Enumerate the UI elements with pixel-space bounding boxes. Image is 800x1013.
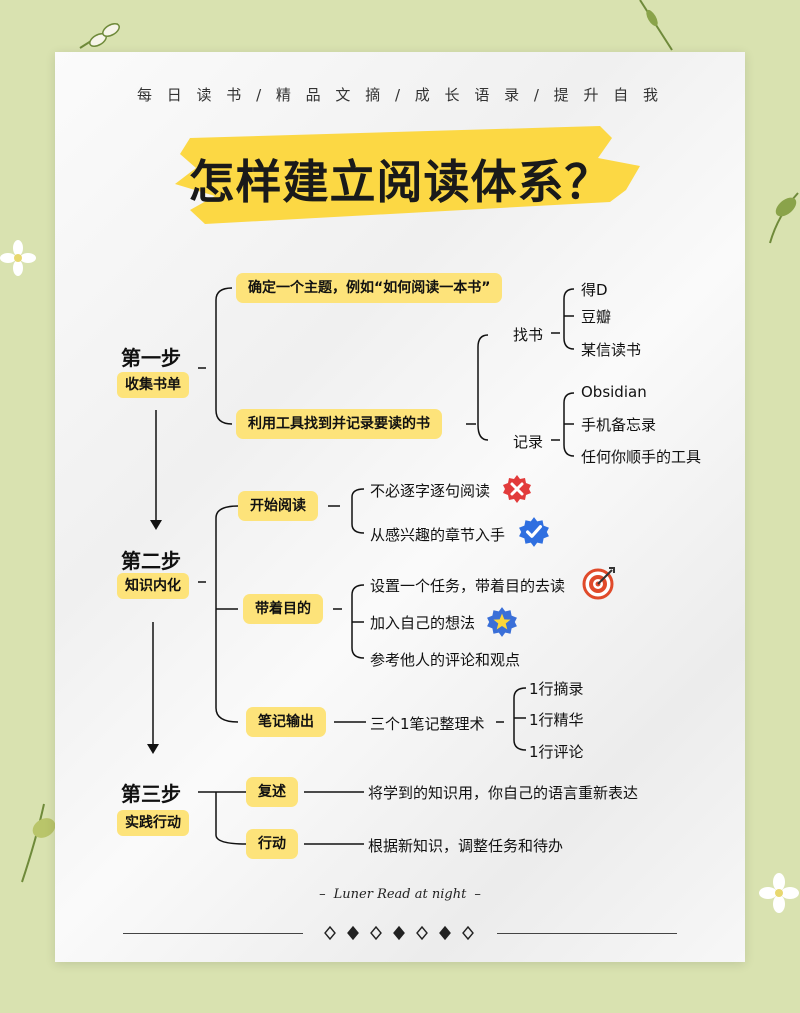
find-item-3: 某信读书 [581, 341, 642, 359]
start-item-2: 从感兴趣的章节入手 [370, 526, 506, 544]
footer-signature: –Luner Read at night– [0, 887, 800, 902]
step2-subtitle: 知识内化 [117, 573, 189, 599]
step1-topic-pill: 确定一个主题，例如“如何阅读一本书” [236, 273, 503, 303]
check-badge-icon [519, 517, 549, 547]
title-block: 怎样建立阅读体系？ [0, 118, 800, 238]
step2-notes-pill: 笔记输出 [246, 707, 326, 737]
step1-tools-pill: 利用工具找到并记录要读的书 [236, 409, 442, 439]
find-books-node: 找书 [513, 326, 544, 344]
footer-dash-left: – [319, 887, 326, 902]
purpose-item-3: 参考他人的评论和观点 [370, 651, 521, 669]
flower-left-icon [0, 240, 36, 276]
purpose-item-1: 设置一个任务，带着目的去读 [370, 577, 566, 595]
notes-method-node: 三个1笔记整理术 [370, 715, 485, 733]
target-icon [582, 567, 615, 600]
notes-item-1: 1行摘录 [529, 680, 584, 698]
step2-start-pill: 开始阅读 [238, 491, 318, 521]
purpose-item-2: 加入自己的想法 [370, 614, 476, 632]
record-item-2: 手机备忘录 [581, 416, 657, 434]
step1-subtitle: 收集书单 [117, 372, 189, 398]
step2-title: 第二步 [121, 549, 181, 573]
record-item-1: Obsidian [581, 383, 647, 401]
retell-description: 将学到的知识用，你自己的语言重新表达 [368, 784, 639, 802]
step2-purpose-pill: 带着目的 [243, 594, 323, 624]
step3-subtitle: 实践行动 [117, 810, 189, 836]
footer-signature-text: Luner Read at night [333, 887, 467, 902]
leaf-sprig-top-left-icon [79, 23, 120, 49]
record-item-3: 任何你顺手的工具 [581, 448, 702, 466]
step1-title: 第一步 [121, 346, 181, 370]
step3-retell-pill: 复述 [246, 777, 298, 807]
star-badge-icon [487, 607, 517, 637]
page-title: 怎样建立阅读体系？ [188, 155, 612, 209]
leaf-right-icon [769, 192, 799, 244]
header-tagline: 每 日 读 书 / 精 品 文 摘 / 成 长 语 录 / 提 升 自 我 [137, 86, 663, 104]
footer-dash-right: – [474, 887, 481, 902]
leaf-sprig-top-right-icon [639, 0, 673, 51]
find-item-2: 豆瓣 [581, 308, 612, 326]
cross-badge-icon [503, 475, 531, 503]
find-item-1: 得D [581, 281, 608, 299]
brush-stroke-highlight [175, 126, 640, 224]
notes-item-2: 1行精华 [529, 711, 584, 729]
footer-rule-left [123, 933, 303, 934]
footer-rule-right [497, 933, 677, 934]
step3-title: 第三步 [121, 782, 181, 806]
footer-diamond-row-icon [324, 925, 474, 941]
start-item-1: 不必逐字逐句阅读 [370, 482, 491, 500]
record-node: 记录 [513, 433, 544, 451]
step3-act-pill: 行动 [246, 829, 298, 859]
flower-bottom-right-icon [759, 873, 799, 913]
leaf-bottom-left-icon [21, 803, 56, 883]
notes-item-3: 1行评论 [529, 743, 584, 761]
act-description: 根据新知识，调整任务和待办 [368, 837, 564, 855]
